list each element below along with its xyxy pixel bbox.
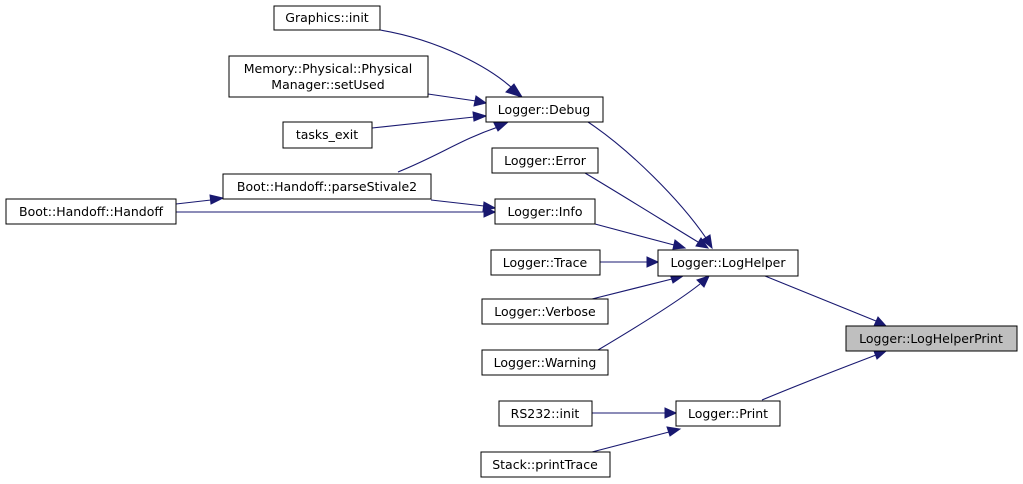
edge-info-to-loghelper xyxy=(594,223,675,246)
node-label-line1: Memory::Physical::Physical xyxy=(244,61,412,76)
node-logger-loghelperprint[interactable]: Logger::LogHelperPrint xyxy=(845,325,1018,352)
edge-head-debug xyxy=(701,234,713,250)
edge-handoff-to-parse xyxy=(175,199,212,205)
edge-head-handoff-info xyxy=(483,206,497,218)
node-label: Stack::printTrace xyxy=(492,457,598,472)
node-label: Boot::Handoff::parseStivale2 xyxy=(237,179,417,194)
edge-head-parse-debug xyxy=(493,121,510,132)
edge-head-error xyxy=(695,237,710,249)
node-memory-setused[interactable]: Memory::Physical::Physical Manager::setU… xyxy=(228,55,429,98)
node-logger-warning[interactable]: Logger::Warning xyxy=(481,349,609,376)
node-graphics-init[interactable]: Graphics::init xyxy=(273,5,381,31)
node-logger-loghelper[interactable]: Logger::LogHelper xyxy=(657,249,799,277)
node-label: Logger::Debug xyxy=(498,102,590,117)
edge-head-print xyxy=(873,350,888,360)
node-label-line2: Manager::setUsed xyxy=(271,77,384,92)
node-label: Logger::Print xyxy=(688,406,768,421)
node-logger-print[interactable]: Logger::Print xyxy=(675,400,781,427)
edge-head-warning xyxy=(696,275,710,288)
edges xyxy=(175,29,888,453)
node-stack-printtrace[interactable]: Stack::printTrace xyxy=(480,451,611,478)
node-label: tasks_exit xyxy=(296,127,358,142)
nodes: Graphics::init Memory::Physical::Physica… xyxy=(5,5,1018,478)
edge-print-to-loghelperprint xyxy=(761,354,877,401)
node-label: RS232::init xyxy=(511,406,580,421)
edge-head-handoff-parse xyxy=(209,194,225,205)
node-label: Logger::Verbose xyxy=(494,304,596,319)
node-logger-debug[interactable]: Logger::Debug xyxy=(485,96,604,123)
node-logger-verbose[interactable]: Logger::Verbose xyxy=(481,298,609,325)
edge-head-info xyxy=(672,239,687,250)
node-label: Boot::Handoff::Handoff xyxy=(19,204,163,219)
edge-setused-to-debug xyxy=(427,93,477,102)
edge-head-setused xyxy=(473,95,488,107)
edge-head-loghelper xyxy=(873,316,888,327)
node-label: Logger::LogHelperPrint xyxy=(859,331,1003,346)
node-logger-info[interactable]: Logger::Info xyxy=(494,198,596,225)
node-label: Logger::Trace xyxy=(503,255,588,270)
edge-head-printtrace xyxy=(666,426,682,437)
edge-debug-to-loghelper xyxy=(587,121,707,239)
edge-parse-to-info xyxy=(430,199,485,207)
edge-graphics-init-to-debug xyxy=(379,29,513,89)
node-label: Logger::Info xyxy=(508,204,583,219)
node-boot-parse-stivale2[interactable]: Boot::Handoff::parseStivale2 xyxy=(222,173,432,200)
edge-printtrace-to-print xyxy=(591,431,670,453)
edge-warning-to-loghelper xyxy=(597,283,701,351)
node-boot-handoff[interactable]: Boot::Handoff::Handoff xyxy=(5,198,177,225)
node-logger-error[interactable]: Logger::Error xyxy=(491,147,599,174)
edge-verbose-to-loghelper xyxy=(591,278,673,300)
edge-head-trace xyxy=(646,256,660,268)
edge-tasks-exit-to-debug xyxy=(371,116,475,129)
node-label: Graphics::init xyxy=(285,10,368,25)
node-logger-trace[interactable]: Logger::Trace xyxy=(490,249,601,276)
node-rs232-init[interactable]: RS232::init xyxy=(498,400,593,427)
edge-head-tasks-exit xyxy=(472,111,488,122)
edge-error-to-loghelper xyxy=(584,172,699,243)
edge-loghelper-to-loghelperprint xyxy=(764,275,877,322)
edge-head-graphics-init xyxy=(505,83,524,98)
node-label: Logger::LogHelper xyxy=(671,255,787,270)
node-label: Logger::Error xyxy=(504,153,587,168)
edge-head-rs232 xyxy=(664,407,678,419)
node-label: Logger::Warning xyxy=(494,355,597,370)
edge-parse-to-debug xyxy=(397,126,499,173)
node-tasks-exit[interactable]: tasks_exit xyxy=(282,121,373,149)
